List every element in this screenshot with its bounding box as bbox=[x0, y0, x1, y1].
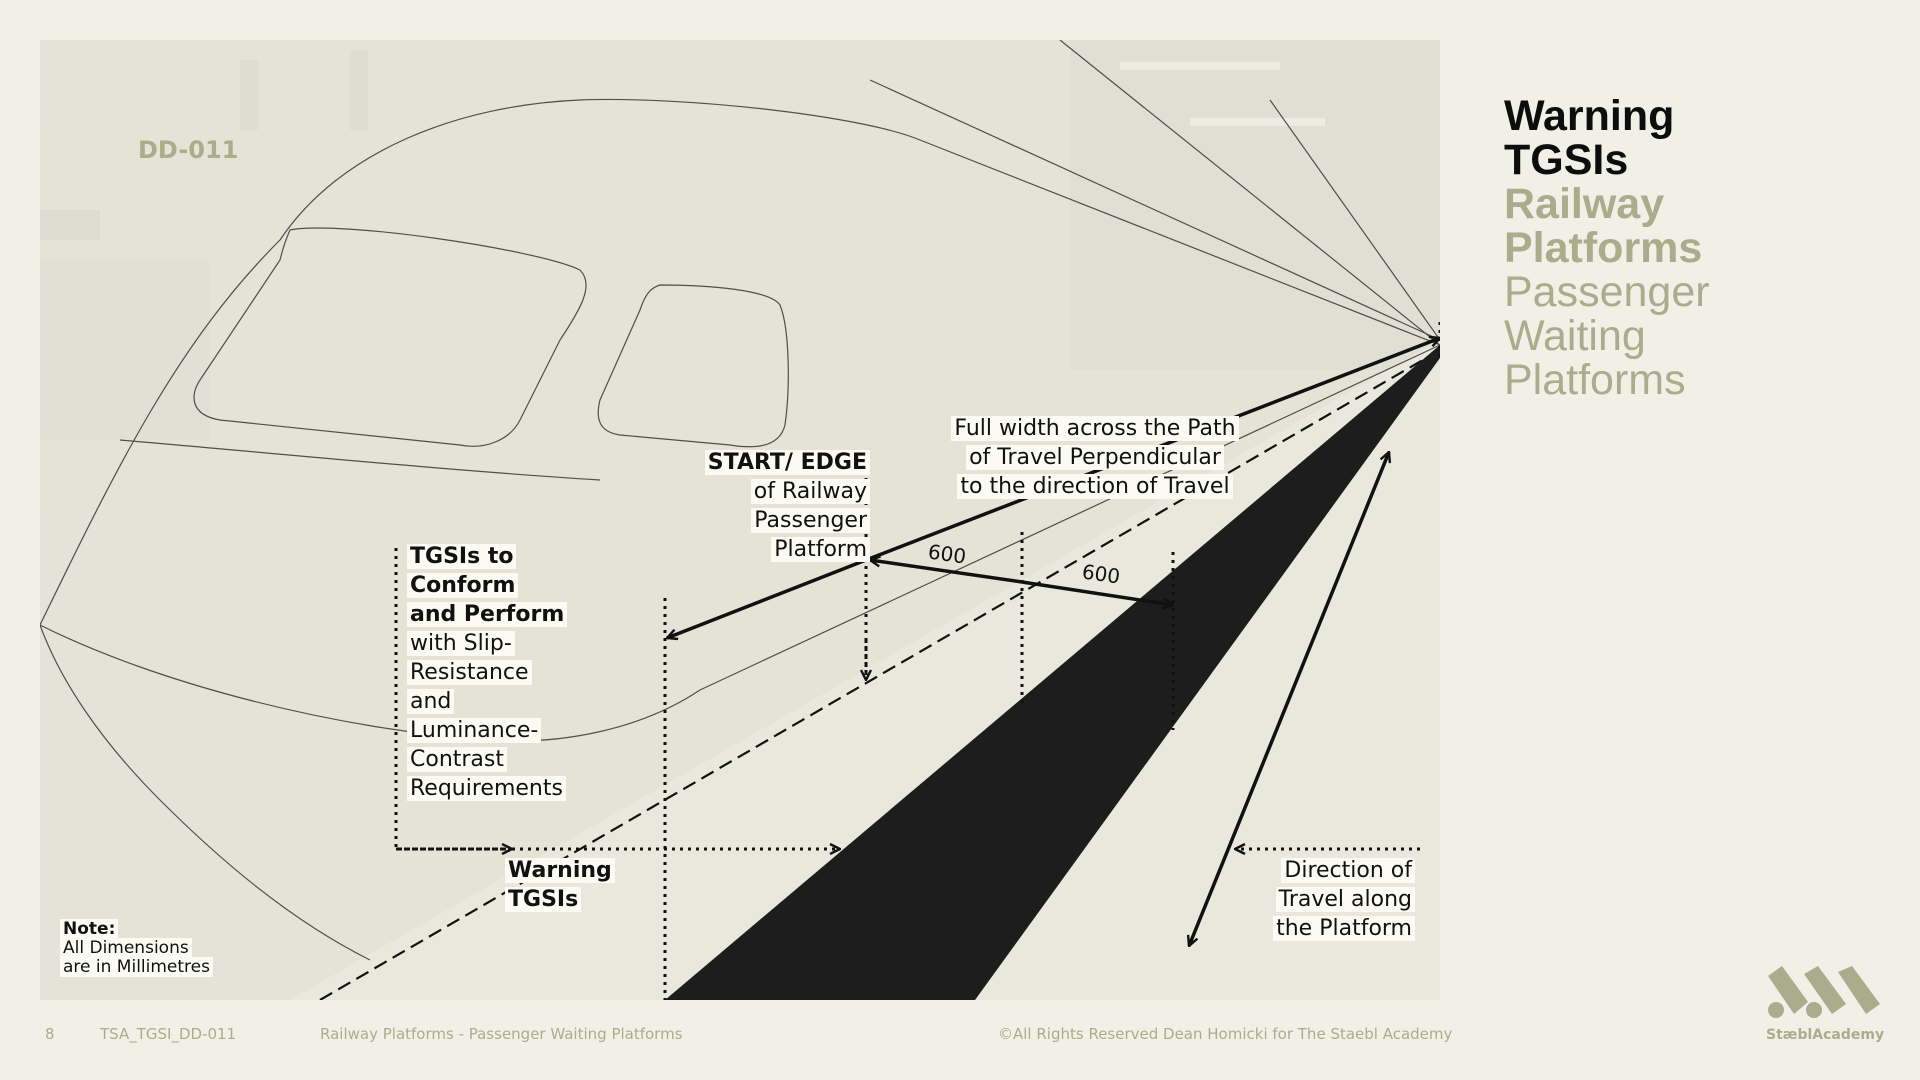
page-title: Warning TGSIs Railway Platforms Passenge… bbox=[1504, 94, 1710, 402]
conform-label: TGSIs to Conform and Perform with Slip- … bbox=[407, 542, 567, 803]
warning-tgsis-label: Warning TGSIs bbox=[505, 856, 615, 914]
footer-copyright: ©All Rights Reserved Dean Homicki for Th… bbox=[998, 1025, 1452, 1043]
footer-subject: Railway Platforms - Passenger Waiting Pl… bbox=[320, 1025, 683, 1043]
dimension-600-first: 600 bbox=[927, 539, 968, 568]
staebl-logo-icon bbox=[1764, 962, 1884, 1022]
footer-page-number: 8 bbox=[45, 1025, 55, 1043]
diagram-panel: DD-011 START/ EDGE of Railway Passenger … bbox=[40, 40, 1440, 1000]
dimension-600-second: 600 bbox=[1081, 559, 1122, 588]
footer-doc-code: TSA_TGSI_DD-011 bbox=[100, 1025, 236, 1043]
brand-wordmark: StæblAcademy bbox=[1766, 1027, 1884, 1043]
drawing-code: DD-011 bbox=[138, 136, 238, 164]
full-width-label: Full width across the Path of Travel Per… bbox=[945, 414, 1245, 501]
direction-label: Direction of Travel along the Platform bbox=[1215, 856, 1415, 943]
dimensions-note: Note: All Dimensions are in Millimetres bbox=[60, 920, 213, 977]
start-edge-label: START/ EDGE of Railway Passenger Platfor… bbox=[680, 448, 870, 564]
